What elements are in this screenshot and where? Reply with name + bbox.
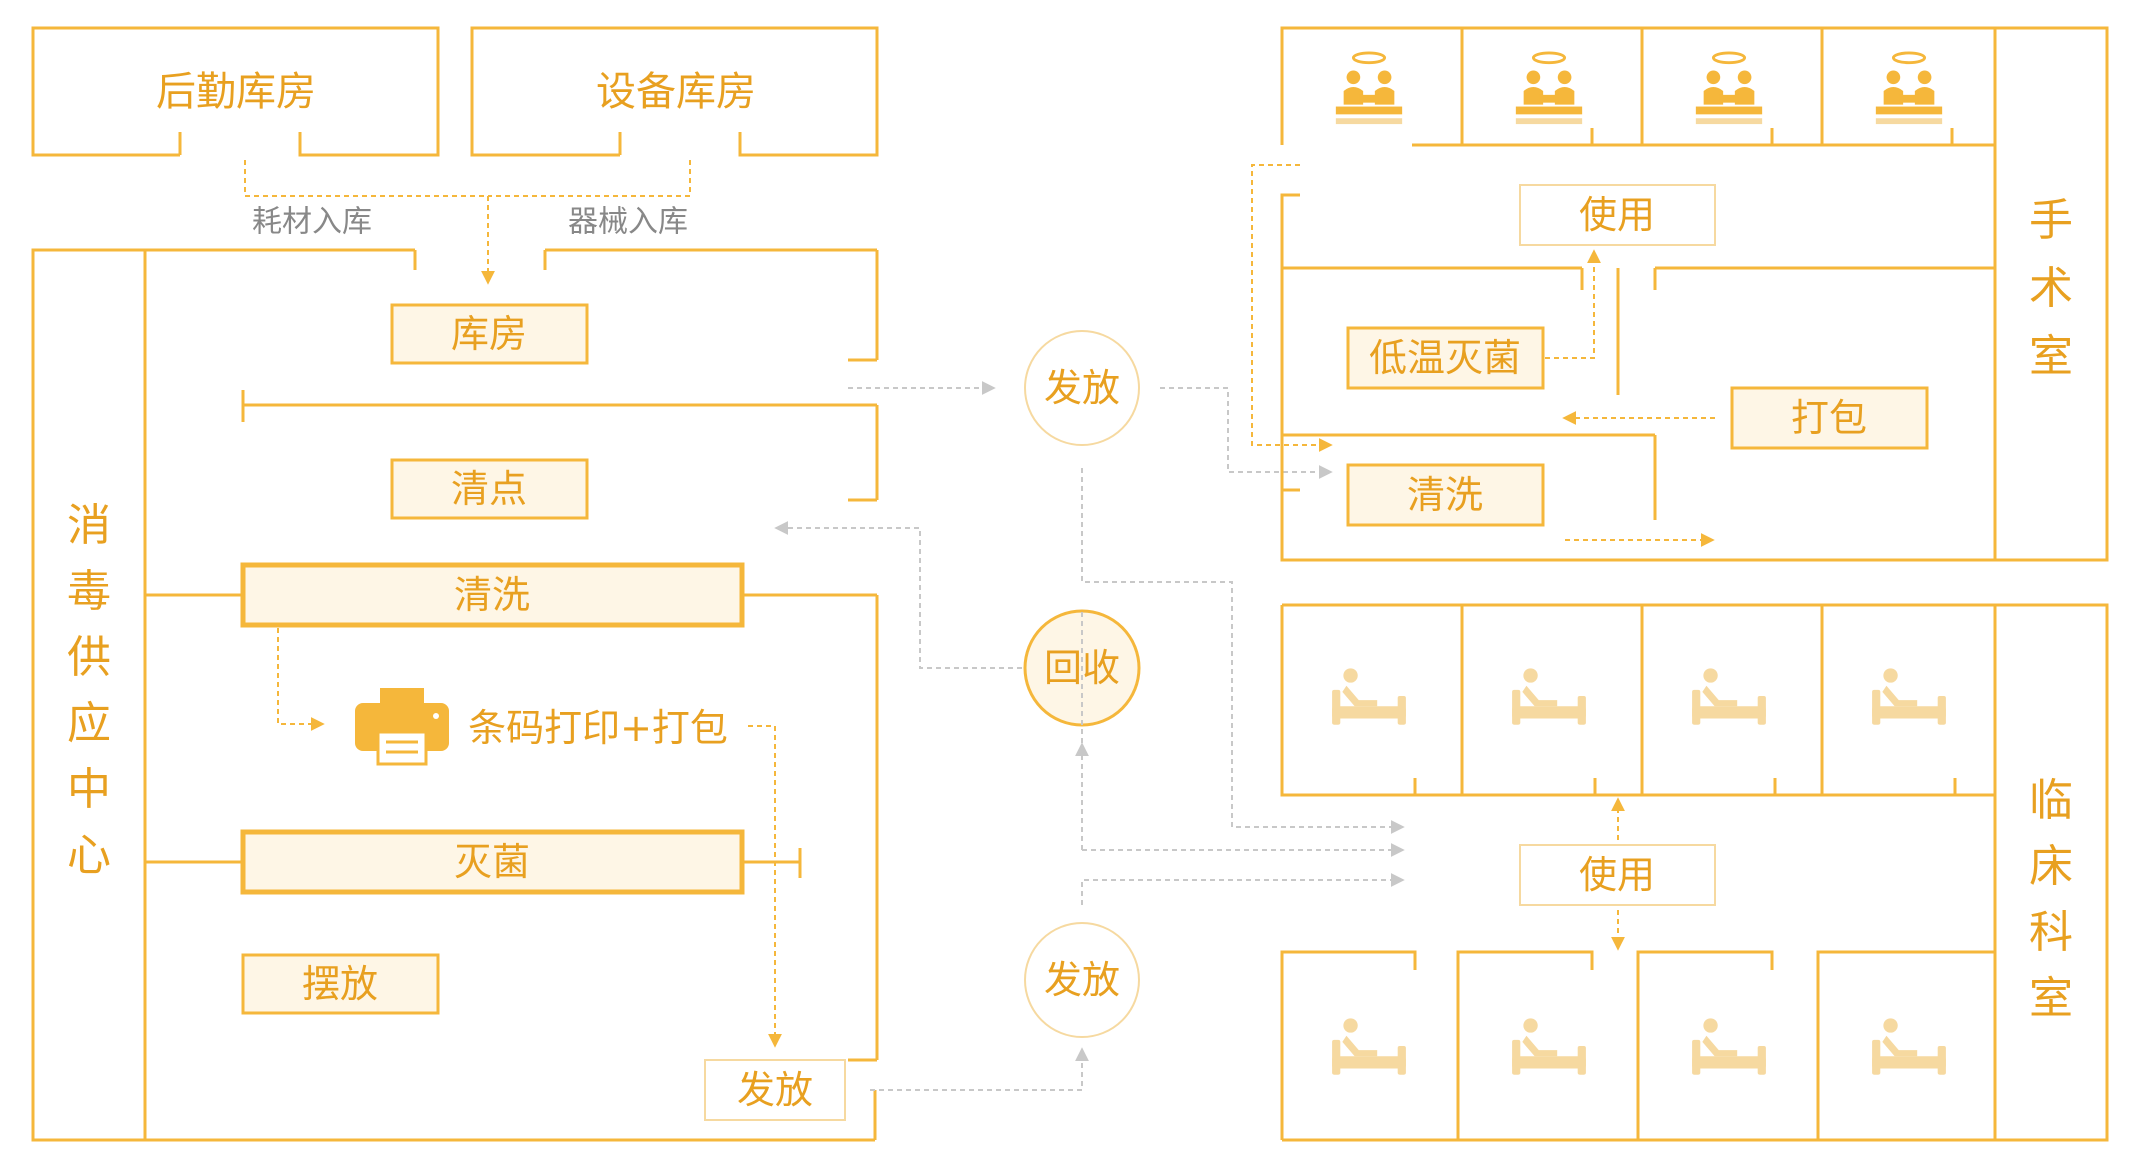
dispatch-box: [704, 1059, 846, 1121]
wash-to-print-arrow: [277, 628, 325, 731]
dispatch-label: 发放: [737, 1068, 813, 1112]
pack-label: 打包: [1791, 396, 1867, 440]
printer-icon: [355, 688, 449, 766]
clinical-room-6: [1456, 950, 1594, 1140]
pack-box: [1730, 386, 1929, 450]
clinical-use-label: 使用: [1579, 853, 1655, 897]
clinical-room-4: [1822, 603, 1997, 797]
dispatch-top-label: 发放: [1044, 366, 1120, 410]
or-room-2: [1460, 26, 1644, 147]
clinical-title-frame: [1993, 603, 2109, 1142]
storeroom-label: 库房: [451, 312, 527, 356]
or-title-frame: [1993, 26, 2109, 562]
clinical-title: 临床科室: [2029, 775, 2073, 1024]
surgery-icon: [1514, 51, 1584, 126]
wash-box: [240, 562, 745, 628]
low-temp-box: [1346, 326, 1545, 390]
hospital-bed-icon: [1872, 1018, 1946, 1075]
or-wash-box: [1346, 463, 1545, 527]
barcode-label: 条码打印+打包: [468, 706, 728, 750]
clinical-room-5: [1280, 950, 1417, 1140]
logistics-warehouse-frame: [31, 26, 440, 157]
hospital-bed-icon: [1692, 1018, 1766, 1075]
or-wash-label: 清洗: [1407, 473, 1483, 517]
recycle-label: 回收: [1044, 646, 1120, 690]
placement-box: [241, 953, 440, 1015]
surgery-icon: [1874, 51, 1944, 126]
or-title: 手术室: [2029, 195, 2073, 382]
instruments-intake-label: 器械入库: [568, 205, 688, 240]
or-use-box: [1519, 184, 1716, 246]
hospital-bed-icon: [1692, 668, 1766, 725]
or-room-1: [1280, 26, 1464, 147]
clinical-use-box: [1519, 844, 1716, 906]
hospital-bed-icon: [1332, 1018, 1406, 1075]
clinical-room-1: [1280, 603, 1464, 797]
sterilize-box: [240, 829, 745, 895]
clinical-room-2: [1462, 603, 1644, 797]
or-room-4: [1820, 26, 1997, 147]
count-label: 清点: [451, 467, 527, 511]
consumables-intake-label: 耗材入库: [252, 205, 372, 240]
clinical-room-7: [1636, 950, 1774, 1140]
clinical-room-3: [1642, 603, 1824, 797]
count-box: [390, 458, 589, 520]
dispatch-top-circle: [1024, 330, 1140, 446]
low-temp-label: 低温灭菌: [1369, 336, 1521, 380]
hospital-bed-icon: [1512, 668, 1586, 725]
equipment-warehouse-label: 设备库房: [596, 69, 756, 115]
cssd-title: 消毒供应中心: [67, 500, 111, 881]
hospital-bed-icon: [1872, 668, 1946, 725]
surgery-icon: [1334, 51, 1404, 126]
cssd-frame: [31, 248, 147, 1142]
or-room-3: [1640, 26, 1824, 147]
wash-label: 清洗: [454, 573, 530, 617]
clinical-room-8: [1816, 950, 1995, 1140]
surgery-icon: [1694, 51, 1764, 126]
hospital-bed-icon: [1512, 1018, 1586, 1075]
pack-to-dispatch-arrow: [748, 725, 782, 1048]
logistics-warehouse-label: 后勤库房: [156, 69, 316, 115]
equipment-warehouse-frame: [470, 26, 879, 157]
sterilize-label: 灭菌: [454, 840, 530, 884]
or-use-label: 使用: [1579, 193, 1655, 237]
placement-label: 摆放: [302, 962, 378, 1006]
dispatch-bottom-label: 发放: [1044, 958, 1120, 1002]
dispatch-bottom-circle: [1024, 922, 1140, 1038]
hospital-bed-icon: [1332, 668, 1406, 725]
storeroom-box: [390, 303, 589, 365]
